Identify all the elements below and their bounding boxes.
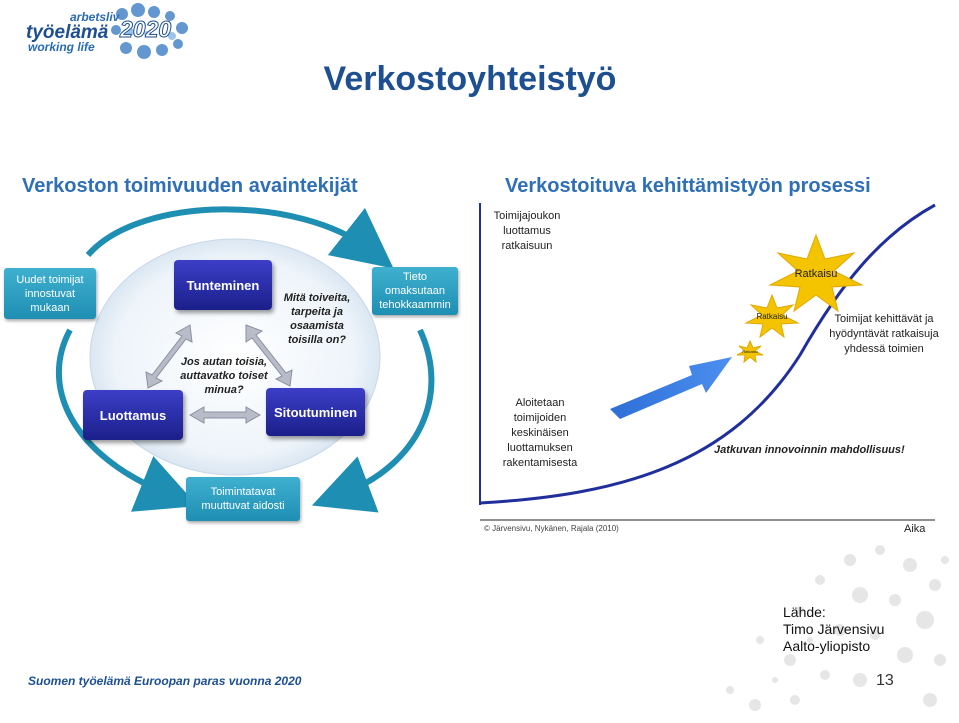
page-number: 13	[876, 672, 894, 689]
question-jos-autan: Jos autan toisia, auttavatko toiset minu…	[180, 356, 268, 396]
left-panel-heading: Verkoston toimivuuden avaintekijät	[22, 175, 358, 197]
box-uudet-toimijat: Uudet toimijat innostuvat mukaan	[4, 268, 96, 319]
progress-arrow	[610, 357, 732, 419]
annotation-toimijat-kehittavat: Toimijat kehittävät ja hyödyntävät ratka…	[829, 313, 939, 355]
x-axis-label: Aika	[904, 523, 926, 535]
cycle-arrow-top	[85, 206, 394, 269]
logo-text-arbetsliv: arbetsliv	[70, 10, 120, 24]
trust-curve	[479, 203, 936, 505]
decorative-dot-pattern	[726, 545, 949, 711]
source-org: Aalto-yliopisto	[783, 638, 871, 654]
box-tunteminen: Tunteminen	[174, 260, 272, 310]
arrow-luottamus-sitoutuminen	[188, 406, 262, 424]
burst-small	[736, 339, 764, 364]
logo-text-tyoelama: työelämä	[26, 22, 109, 43]
arrow-tunteminen-luottamus	[145, 324, 193, 389]
box-luottamus: Luottamus	[83, 390, 183, 440]
burst-label-small: Ratkaisu	[742, 349, 758, 354]
logo-text-working-life: working life	[28, 40, 95, 54]
cycle-arrow-left	[55, 328, 198, 512]
cycle-arrow-right	[311, 328, 435, 513]
burst-large	[768, 233, 864, 313]
copyright-note: © Järvensivu, Nykänen, Rajala (2010)	[484, 524, 619, 533]
slide-title: Verkostoyhteistyö	[323, 60, 617, 98]
source-label: Lähde:	[783, 604, 826, 620]
burst-medium	[744, 293, 800, 339]
logo-mosaic-icon	[111, 3, 188, 59]
tagline-jatkuvan-innovoinnin: Jatkuvan innovoinnin mahdollisuus!	[714, 444, 905, 456]
right-panel-heading: Verkostoituva kehittämistyön prosessi	[505, 175, 871, 197]
question-mita-toiveita: Mitä toiveita, tarpeita ja osaamista toi…	[283, 292, 351, 346]
burst-label-large: Ratkaisu	[794, 268, 838, 280]
process-graph	[479, 203, 936, 521]
arrow-tunteminen-sitoutuminen	[245, 324, 293, 387]
source-block: Lähde: Timo Järvensivu Aalto-yliopisto	[783, 604, 884, 655]
source-author: Timo Järvensivu	[783, 621, 885, 637]
footer-slogan: Suomen työelämä Euroopan paras vuonna 20…	[28, 674, 302, 688]
box-sitoutuminen: Sitoutuminen	[266, 388, 365, 436]
y-axis-label: Toimijajoukon luottamus ratkaisuun	[493, 210, 561, 252]
logo: arbetsliv työelämä working life 2020	[22, 2, 192, 62]
box-toimintatavat: Toimintatavat muuttuvat aidosti	[186, 477, 300, 521]
logo-year: 2020	[119, 16, 172, 43]
box-tieto-omaksutaan: Tieto omaksutaan tehokkaammin	[372, 267, 458, 315]
annotation-aloitetaan: Aloitetaan toimijoiden keskinäisen luott…	[502, 397, 578, 469]
burst-label-medium: Ratkaisu	[756, 312, 788, 321]
